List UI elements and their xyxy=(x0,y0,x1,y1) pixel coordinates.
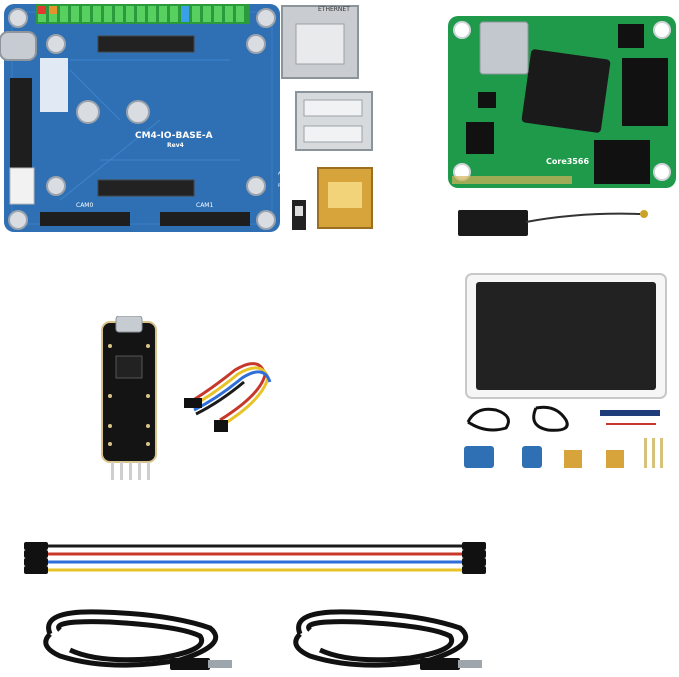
cam1-label: CAM1 xyxy=(196,202,214,209)
touch-display xyxy=(465,273,667,399)
cam0-label: CAM0 xyxy=(76,202,94,209)
jumper-wires xyxy=(24,542,486,574)
display-accessories xyxy=(464,405,663,468)
b2b-connector-bottom xyxy=(97,179,195,197)
display-connector xyxy=(10,78,32,170)
cam0-connector xyxy=(40,212,130,226)
cam1-connector xyxy=(160,212,250,226)
io-board-title: CM4-IO-BASE-A xyxy=(135,131,213,141)
memory-chip xyxy=(622,58,668,126)
usb-uart-adapter xyxy=(101,316,157,480)
io-board-revision: Rev4 xyxy=(167,142,184,149)
core-module xyxy=(448,16,676,188)
wifi-antenna xyxy=(458,210,648,236)
usb-cable-left xyxy=(43,609,232,670)
ethernet-label: ETHERNET xyxy=(318,6,350,13)
wifi-module xyxy=(479,21,529,75)
emmc-chip xyxy=(594,140,650,184)
usb-c-port xyxy=(0,31,37,61)
usb-label: USB 1/2 xyxy=(324,82,348,89)
fan-connector xyxy=(9,167,35,205)
display-screen xyxy=(476,282,656,390)
usb-cable-right xyxy=(293,609,482,670)
dupont-wire-bundle xyxy=(184,362,272,432)
soc-chip xyxy=(521,49,611,133)
core-module-label: Core3566 xyxy=(546,157,590,166)
act-label: ACT xyxy=(278,171,286,176)
io-base-board xyxy=(0,4,373,232)
pwr-label: PWR xyxy=(278,183,288,188)
hdmi-label: HDMI0 xyxy=(326,156,346,163)
gpio-header xyxy=(36,4,250,24)
b2b-connector-top xyxy=(97,35,195,53)
off-label: OFF xyxy=(280,202,288,207)
